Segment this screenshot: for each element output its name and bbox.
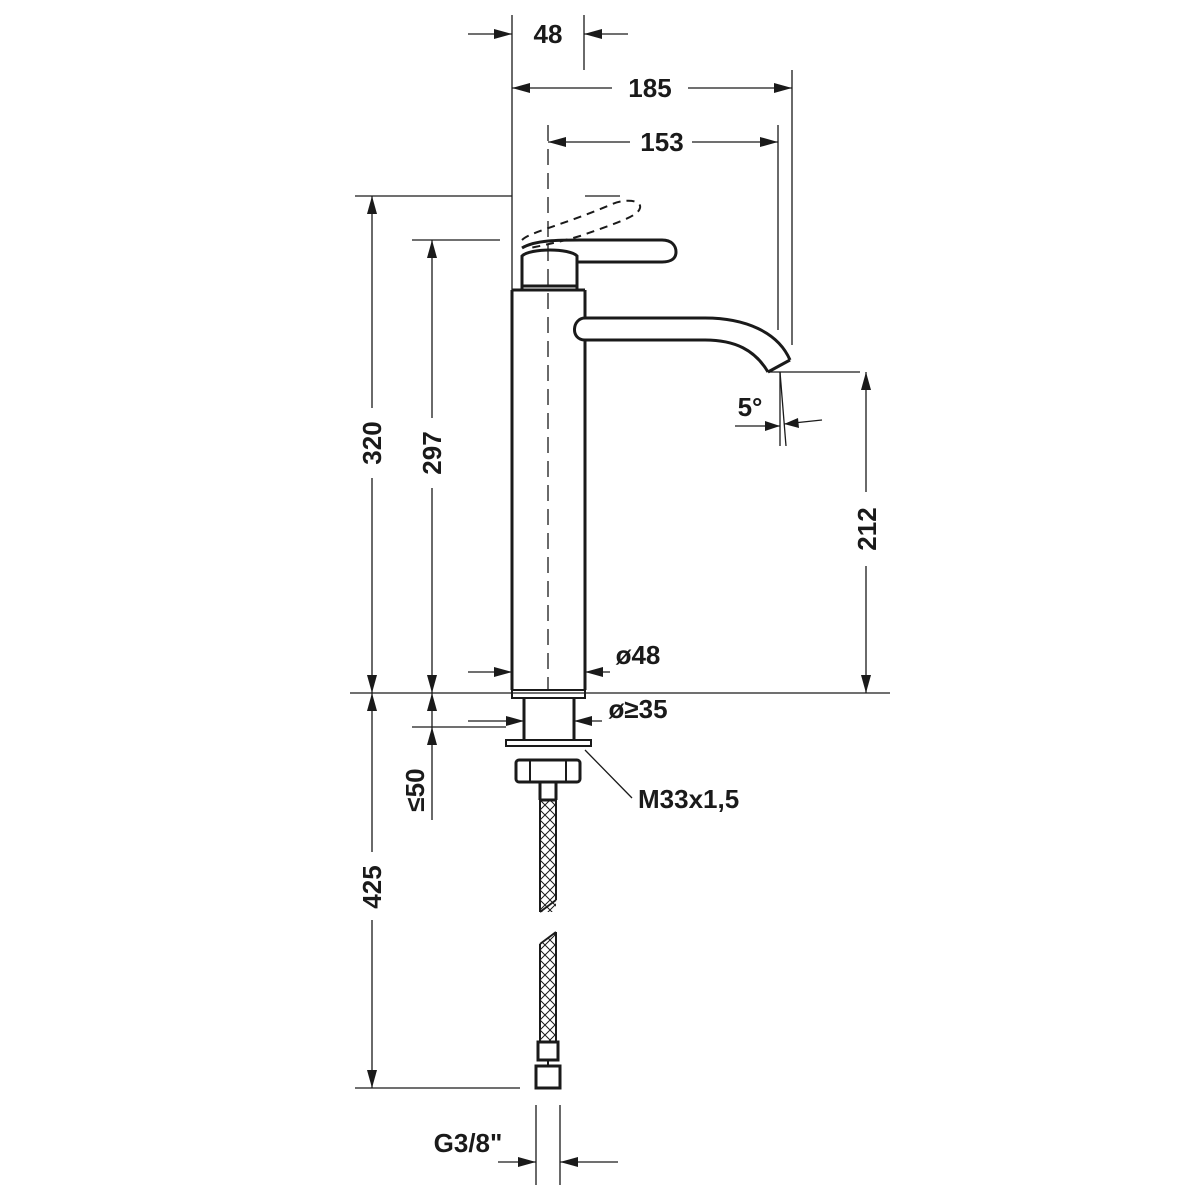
dim-hole-diameter: ø≥35 xyxy=(468,694,668,726)
dim-label-body-diameter: ø48 xyxy=(616,640,661,670)
dim-body-width: 48 xyxy=(468,15,628,70)
dim-hose-length: 425 xyxy=(355,693,520,1089)
dim-label-hose-length: 425 xyxy=(357,865,387,908)
dim-label-thread: M33x1,5 xyxy=(638,784,739,814)
dim-label-connection: G3/8" xyxy=(434,1128,503,1158)
faucet-cap xyxy=(520,248,579,292)
dim-thread: M33x1,5 xyxy=(584,749,739,814)
faucet-spout xyxy=(573,316,860,374)
mounting-flange xyxy=(505,689,592,802)
dim-body-diameter: ø48 xyxy=(468,640,660,677)
dim-spout-reach: 153 xyxy=(548,125,779,330)
dim-label-body-width: 48 xyxy=(534,19,563,49)
dim-connection: G3/8" xyxy=(434,1105,618,1185)
dim-label-body-height: 297 xyxy=(417,431,447,474)
dim-deck-thickness: ≤50 xyxy=(400,693,506,820)
dim-spout-angle: 5° xyxy=(735,371,823,447)
dim-overall-height: 320 xyxy=(355,195,620,693)
dim-label-hole-diameter: ø≥35 xyxy=(608,694,667,724)
faucet-body xyxy=(510,288,587,690)
supply-hose-upper xyxy=(539,800,557,913)
hose-fitting xyxy=(534,1040,562,1090)
dim-label-spout-angle: 5° xyxy=(738,392,763,422)
dim-label-overall-height: 320 xyxy=(357,421,387,464)
dim-label-deck-thickness: ≤50 xyxy=(400,768,430,811)
dim-outlet-height: 212 xyxy=(852,372,882,693)
lever-handle xyxy=(521,238,678,264)
supply-hose-lower xyxy=(539,931,557,1042)
dim-body-height: 297 xyxy=(412,239,500,693)
dim-label-overall-reach: 185 xyxy=(628,73,671,103)
dim-label-spout-reach: 153 xyxy=(640,127,683,157)
dim-overall-reach: 185 xyxy=(511,70,793,345)
dim-label-outlet-height: 212 xyxy=(852,507,882,550)
